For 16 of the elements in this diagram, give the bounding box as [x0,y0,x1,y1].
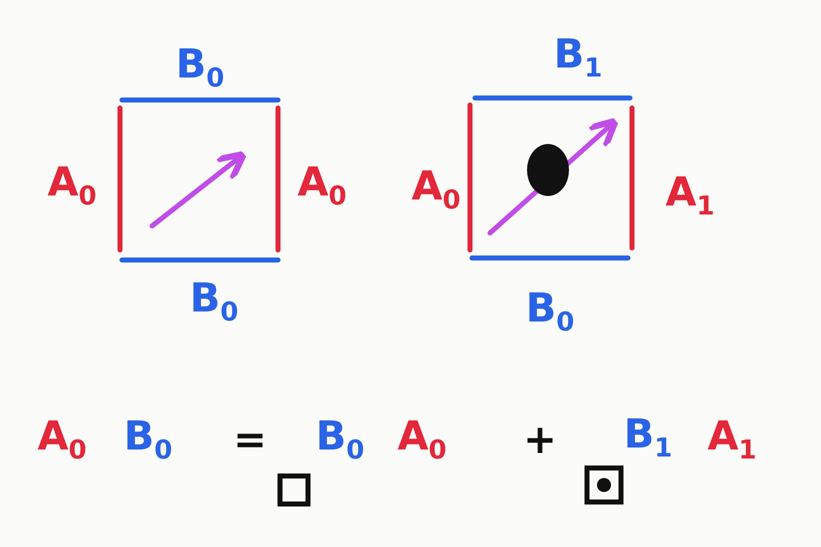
side-label: B$_{1}$ [554,34,602,82]
formula-term: B$_{0}$ [316,416,364,464]
side-label: A$_{0}$ [411,166,461,214]
formula-term: B$_{1}$ [624,414,672,462]
operator-symbol: + [523,420,557,460]
side-label: A$_{0}$ [297,162,347,210]
formula-term: A$_{1}$ [707,416,757,464]
side-label: B$_{0}$ [176,44,224,92]
side-label: B$_{0}$ [526,288,574,336]
formula-term: A$_{0}$ [37,416,87,464]
formula-term: B$_{0}$ [124,416,172,464]
operator-symbol: = [233,420,267,460]
formula-term: A$_{0}$ [397,416,447,464]
side-label: B$_{0}$ [190,278,238,326]
side-label: A$_{1}$ [665,172,715,220]
side-label: A$_{0}$ [47,162,97,210]
